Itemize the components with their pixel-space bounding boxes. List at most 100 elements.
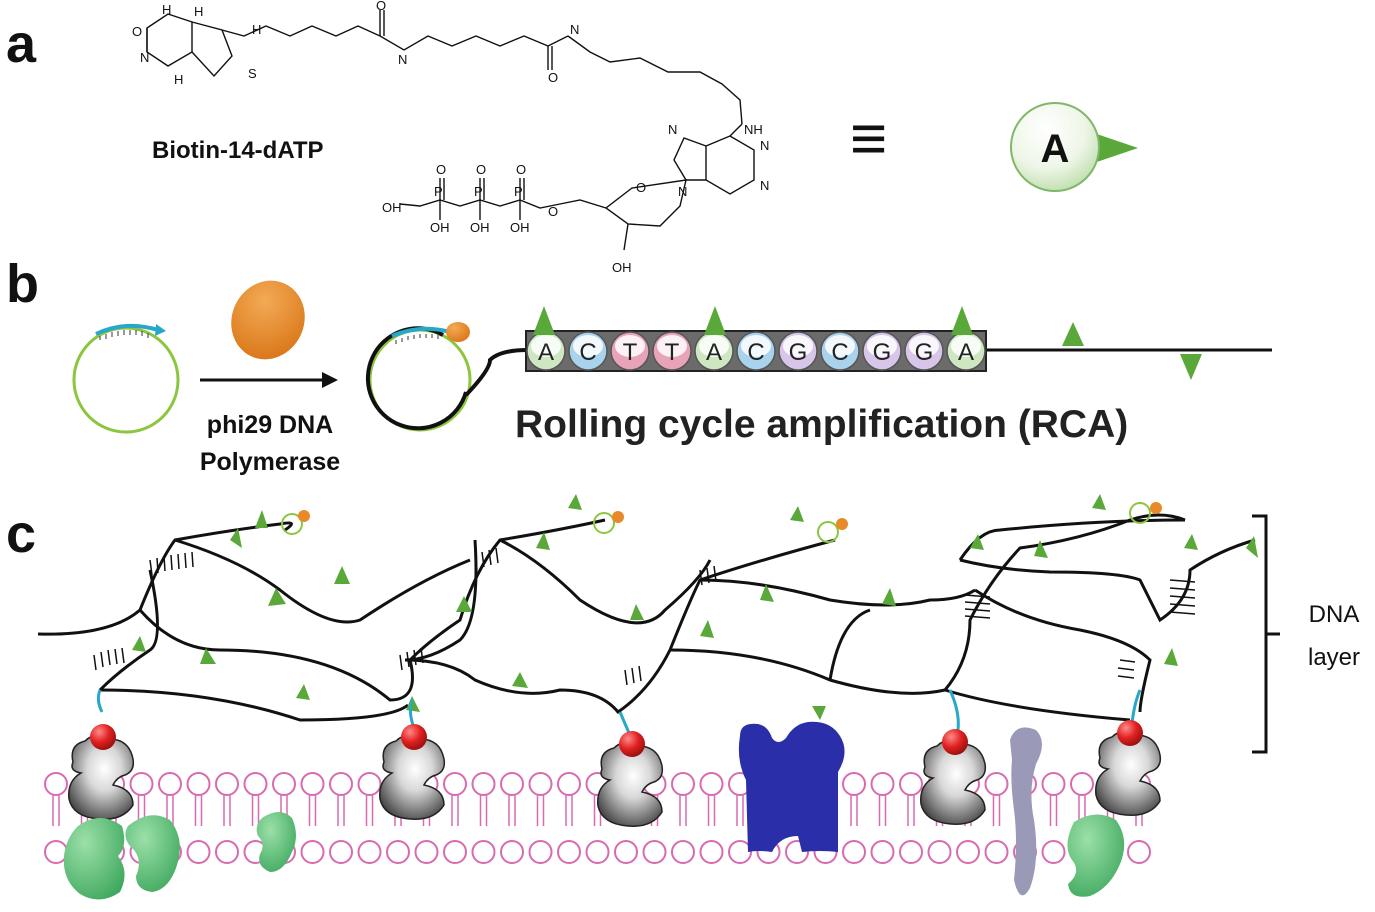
equivalence-symbol: ≡ (850, 102, 887, 174)
lipid-molecule (899, 772, 923, 864)
atom-n: N (570, 22, 579, 37)
atom-oh: OH (382, 200, 402, 215)
atom-oh: OH (612, 260, 632, 275)
lipid-molecule (557, 772, 581, 864)
adenine-bead-letter: A (1041, 127, 1070, 171)
sequence-base-letter: C (831, 339, 848, 366)
panel-a-letter: a (6, 14, 37, 74)
lipid-molecule (329, 772, 353, 864)
atom-o: O (548, 70, 558, 85)
dna-layer-bracket (1252, 514, 1280, 754)
dna-layer-label-line1: DNA (1309, 601, 1360, 628)
polymerase-small (446, 322, 470, 342)
anchor-node (401, 724, 427, 750)
atom-o: O (548, 204, 558, 219)
hybridization-ladders (93, 547, 1196, 686)
reaction-arrowhead (322, 372, 338, 388)
lipid-molecule (528, 772, 553, 864)
primer-basepairs (99, 330, 149, 340)
green-protein (1067, 814, 1125, 897)
lipid-molecule (671, 772, 695, 864)
anchor-node (1117, 720, 1143, 746)
green-protein (63, 818, 125, 900)
atom-s: S (248, 66, 257, 81)
atom-o: O (132, 24, 142, 39)
biotin-marker (951, 306, 973, 335)
atom-h: H (194, 4, 203, 19)
anchor-linkers (96, 689, 1142, 741)
enzyme-label-line1: phi29 DNA (207, 411, 333, 439)
green-protein (256, 812, 296, 872)
biotin-14-datp-structure (146, 10, 755, 251)
lipid-molecule (842, 772, 866, 864)
lipid-bilayer (44, 772, 1151, 864)
sequence-bead: A (946, 331, 986, 371)
lipid-molecule (471, 772, 496, 864)
atom-p: P (514, 184, 523, 199)
atom-o: O (516, 162, 526, 177)
receptor-with-anchor (1095, 720, 1162, 816)
sequence-base-letter: T (665, 339, 680, 366)
biotin-dATP-symbol: A (1010, 102, 1138, 192)
atom-n: N (140, 50, 149, 65)
sequence-base-letter: A (538, 339, 554, 366)
network-biotin-markers (132, 494, 1258, 720)
molecule-name-label: Biotin-14-dATP (152, 137, 324, 164)
atom-p: P (434, 184, 443, 199)
receptor-with-anchor (920, 729, 987, 825)
sequence-bead: T (652, 331, 692, 371)
primer-arrow (155, 324, 166, 336)
sequence-base-letter: G (915, 339, 934, 366)
anchor-node (619, 731, 645, 757)
rca-circle-product (365, 322, 529, 432)
lipid-molecule (186, 772, 211, 864)
sequence-base-letter: C (747, 339, 764, 366)
anchor-node (90, 724, 116, 750)
dna-layer-label-line2: layer (1308, 644, 1360, 671)
sequence-bead: A (526, 331, 566, 371)
green-protein (125, 815, 180, 892)
sequence-base-letter: A (958, 339, 974, 366)
atom-n: N (760, 178, 769, 193)
biotin-marker (1180, 354, 1202, 380)
sequence-base-letter: G (873, 339, 892, 366)
lipid-molecule (357, 772, 382, 864)
sequence-bead: C (736, 331, 776, 371)
lipid-molecule (300, 772, 325, 864)
receptor-with-anchor (379, 724, 446, 820)
rca-process-title: Rolling cycle amplification (RCA) (515, 403, 1128, 446)
panel-c-letter: c (6, 504, 36, 564)
anchor-node (942, 729, 968, 755)
blue-transmembrane-protein (738, 721, 845, 852)
lipid-molecule (870, 772, 895, 864)
atom-n: N (398, 52, 407, 67)
chemical-atom-labels: O H N H H S H O N O N NH N N N N O OH O … (132, 0, 769, 275)
enzyme-label-line2: Polymerase (200, 448, 340, 476)
sequence-bead: C (568, 331, 608, 371)
sequence-bead: T (610, 331, 650, 371)
atom-h: H (174, 72, 183, 87)
adenine-bead (1010, 102, 1100, 192)
atom-n: N (760, 138, 769, 153)
lipid-molecule (699, 772, 724, 864)
sequence-base-letter: T (623, 339, 638, 366)
lipid-molecule (44, 772, 68, 864)
biotin-marker (704, 306, 726, 335)
lipid-molecule (1041, 772, 1066, 864)
lipid-molecule (984, 772, 1009, 864)
receptor-with-anchor (597, 731, 664, 827)
atom-n: N (678, 184, 687, 199)
phi29-polymerase (231, 280, 305, 360)
biotin-marker (533, 306, 555, 335)
purple-transmembrane-protein (1010, 727, 1042, 896)
sequence-bead: G (862, 331, 902, 371)
biotin-marker (1062, 322, 1084, 346)
sequence-bead: A (694, 331, 734, 371)
sequence-base-letter: A (706, 339, 722, 366)
panel-b-letter: b (6, 254, 39, 314)
circular-template (72, 323, 180, 434)
atom-h: H (252, 22, 261, 37)
dna-network (37, 513, 1256, 722)
